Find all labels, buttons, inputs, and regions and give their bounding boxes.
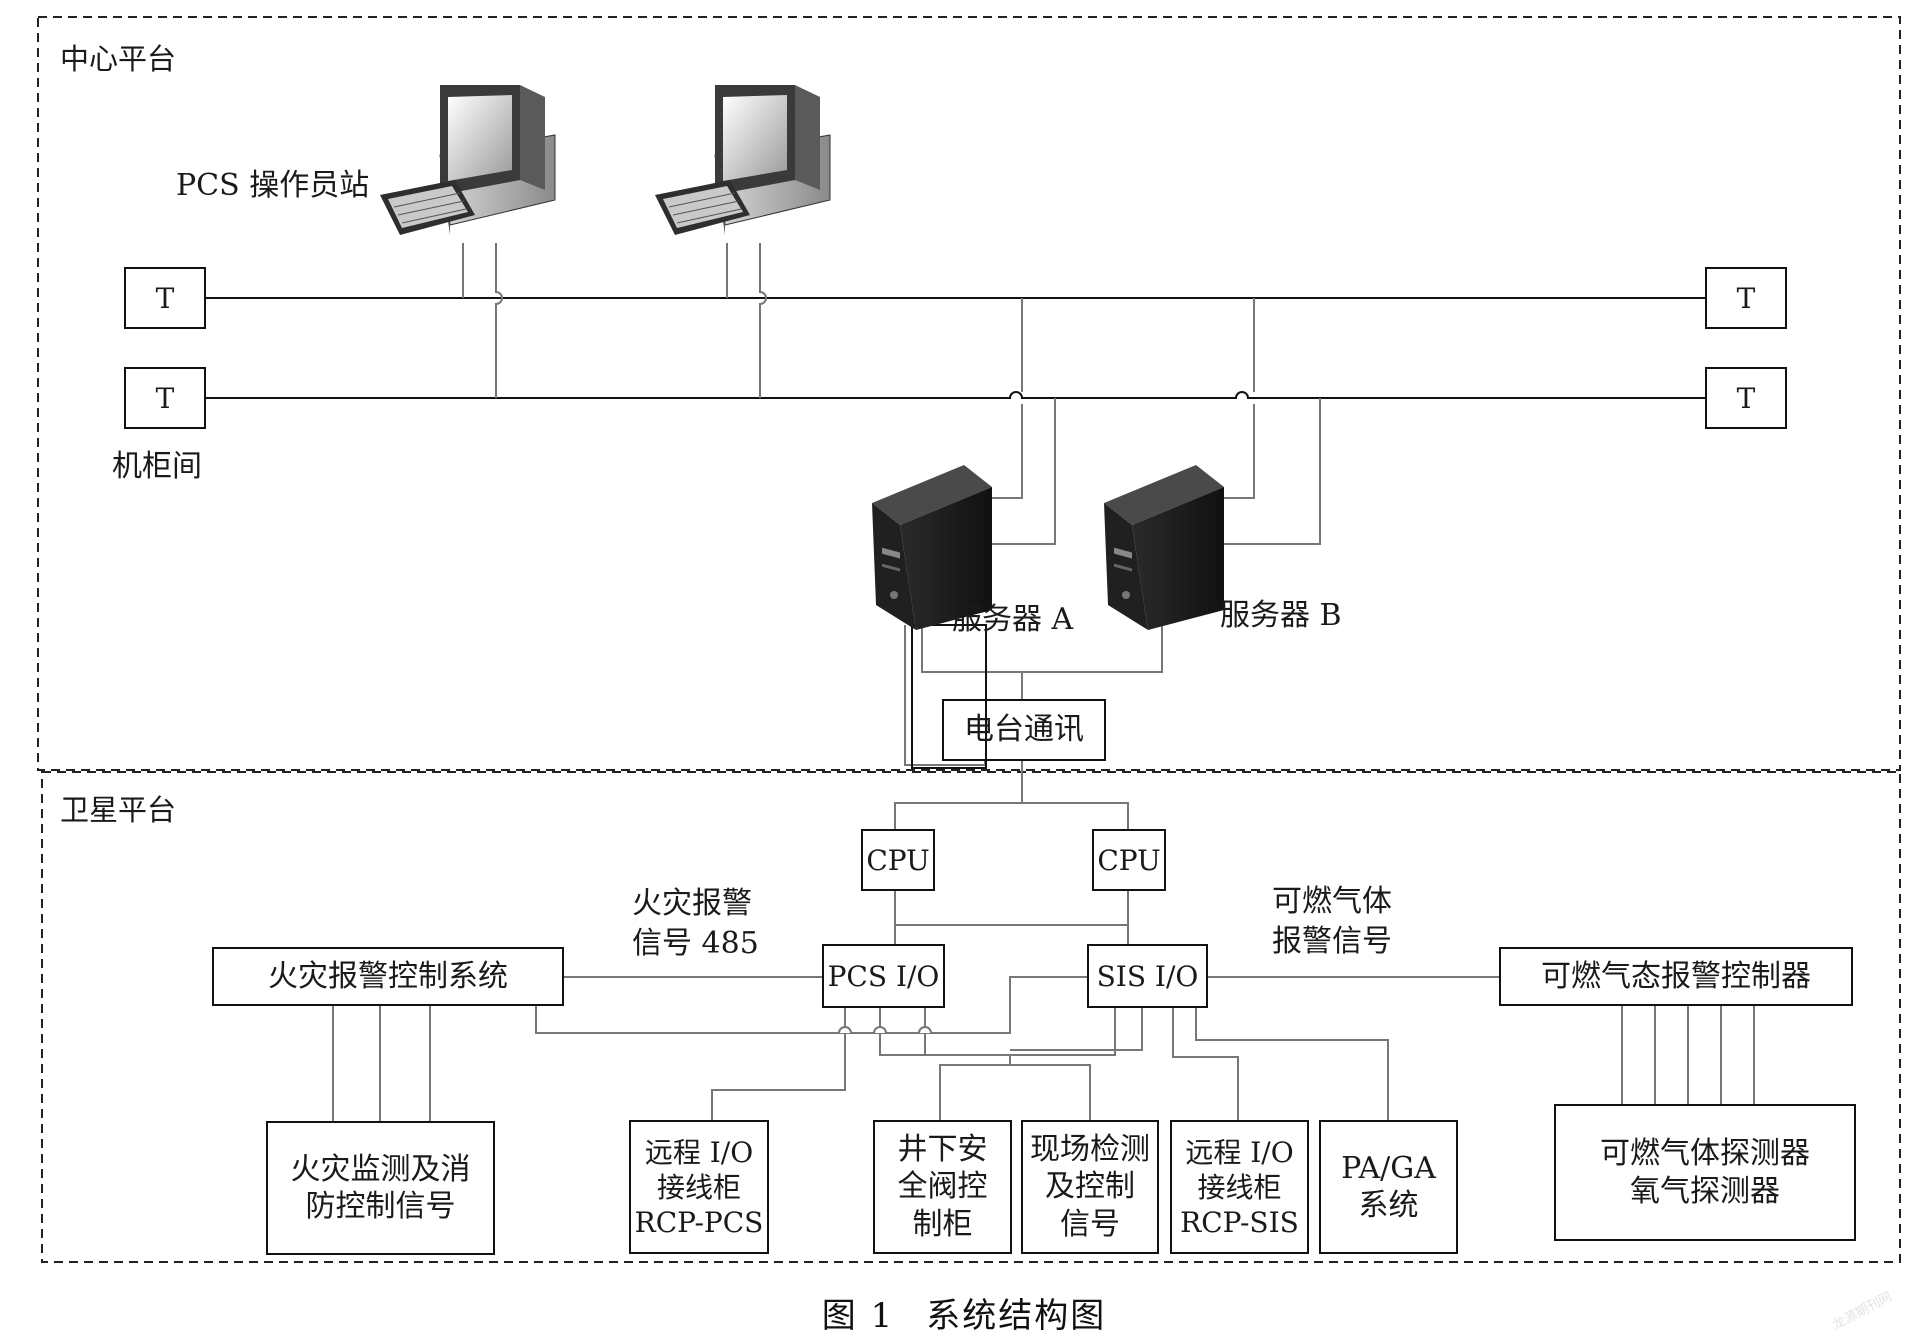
downhole-label: 井下安全阀控制柜 — [897, 1131, 988, 1242]
satellite-platform-region — [41, 771, 1901, 1263]
operator-station-label: PCS 操作员站 — [176, 168, 370, 203]
workstation-icon — [380, 85, 556, 235]
server-b-label: 服务器 B — [1220, 598, 1342, 633]
terminator-box — [1705, 367, 1787, 429]
gas-controller-box — [1499, 947, 1853, 1006]
terminators — [124, 267, 1787, 429]
center-platform-region — [37, 16, 1901, 771]
gas-controller-label: 可燃气态报警控制器 — [1541, 958, 1811, 994]
cpu-left-label: CPU — [866, 843, 930, 877]
rcp-sis-box — [1170, 1120, 1309, 1254]
figure-caption: 图 1 系统结构图 — [0, 1288, 1928, 1337]
terminator-box — [124, 267, 206, 329]
workstation-icon — [655, 85, 831, 235]
server-tower-icon — [872, 465, 992, 630]
detectors-label: 可燃气体探测器氧气探测器 — [1600, 1136, 1810, 1209]
pcs-io-box — [822, 944, 945, 1008]
sis-io-box — [1087, 944, 1208, 1008]
radio-box — [942, 699, 1106, 761]
center-platform-label: 中心平台 — [60, 42, 177, 76]
connection-lines — [332, 243, 1755, 1122]
figure-number: 图 1 — [821, 1296, 895, 1336]
figure-title: 系统结构图 — [926, 1296, 1107, 1336]
terminator-label: T — [155, 281, 175, 315]
fire-control-box — [212, 947, 564, 1006]
cpu-right-box — [1092, 829, 1166, 891]
fire-monitor-box — [266, 1121, 495, 1255]
paga-box — [1319, 1120, 1458, 1254]
field-detect-label: 现场检测及控制信号 — [1030, 1131, 1150, 1242]
satellite-platform-label: 卫星平台 — [60, 793, 177, 827]
cpu-left-box — [861, 829, 935, 891]
fire-control-label: 火灾报警控制系统 — [268, 958, 508, 994]
terminator-box — [124, 367, 206, 429]
detectors-box — [1554, 1104, 1856, 1241]
terminator-box — [1705, 267, 1787, 329]
line-crossings — [838, 1026, 932, 1034]
server-a-label: 服务器 A — [952, 602, 1074, 637]
pcs-io-label: PCS I/O — [827, 959, 940, 993]
gas-signal-label: 可燃气体报警信号 — [1272, 884, 1392, 959]
terminator-label: T — [1736, 281, 1756, 315]
terminator-label: T — [155, 381, 175, 415]
downhole-box — [873, 1120, 1012, 1254]
fire-signal-label: 火灾报警信号 485 — [632, 886, 759, 961]
cabinet-room-label: 机柜间 — [112, 449, 202, 484]
server-tower-icon — [1104, 465, 1224, 630]
terminator-label: T — [1736, 381, 1756, 415]
cpu-right-label: CPU — [1097, 843, 1161, 877]
sis-io-label: SIS I/O — [1096, 959, 1199, 993]
network-bus-lines — [205, 297, 1706, 399]
component-boxes — [212, 624, 1856, 1255]
radio-label: 电台通讯 — [964, 712, 1084, 748]
field-detect-box — [1021, 1120, 1159, 1254]
rcp-pcs-box — [629, 1120, 769, 1254]
radio-loop — [911, 624, 987, 769]
fire-monitor-label: 火灾监测及消防控制信号 — [290, 1151, 471, 1225]
